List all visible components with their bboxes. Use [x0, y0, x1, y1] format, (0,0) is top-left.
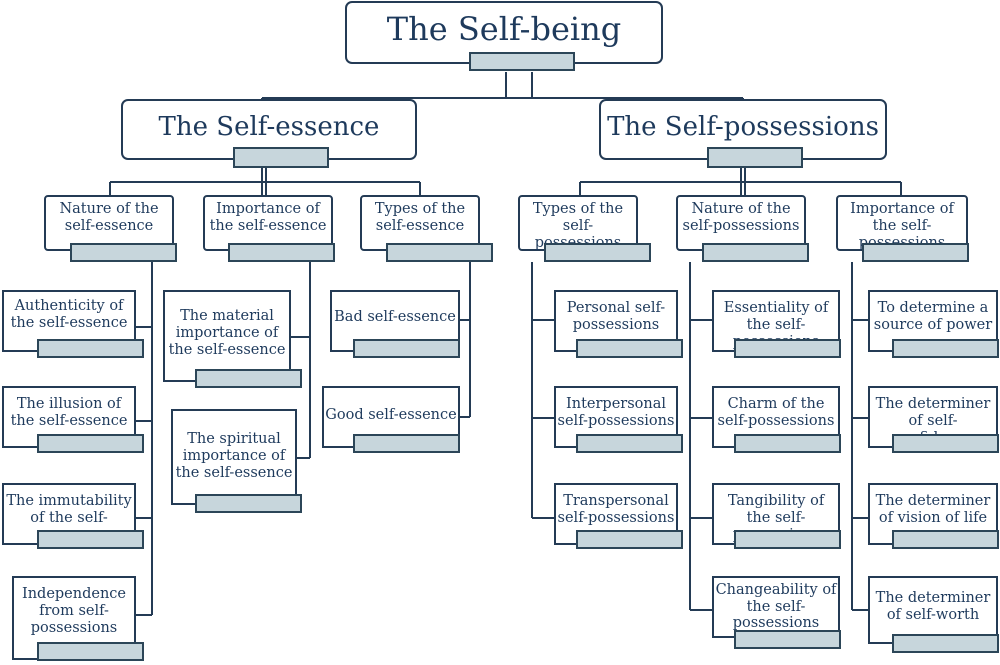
self-possessions-title: The Self-possessions — [607, 112, 879, 142]
leaf-bad-self-essence-tab — [353, 339, 460, 358]
leaf-material-importance-tab — [195, 369, 302, 388]
leaf-material-importance: The material importance of the self-esse… — [163, 290, 291, 382]
leaf-determiner-of-self-confidence-tab — [892, 434, 999, 453]
leaf-immutability-of-self-essence-tab — [37, 530, 144, 549]
leaf-personal-self-possessions-tab — [576, 339, 683, 358]
nature-of-self-essence-node: Nature of the self-essence — [44, 195, 174, 251]
leaf-determiner-of-vision-of-life-tab — [892, 530, 999, 549]
types-of-self-possessions-tab — [544, 243, 651, 262]
leaf-tangibility-of-self-possessions-tab — [734, 530, 841, 549]
types-of-self-essence-node: Types of the self-essence — [360, 195, 480, 251]
leaf-determiner-of-self-worth: The determiner of self-worth — [868, 576, 998, 644]
leaf-good-self-essence-tab — [353, 434, 460, 453]
self-possessions-tab — [707, 147, 803, 168]
leaf-transpersonal-self-possessions-tab — [576, 530, 683, 549]
importance-of-self-possessions-tab — [862, 243, 969, 262]
leaf-interpersonal-self-possessions-tab — [576, 434, 683, 453]
nature-of-self-possessions-node: Nature of the self-possessions — [676, 195, 806, 251]
leaf-spiritual-importance-tab — [195, 494, 302, 513]
leaf-spiritual-importance: The spiritual importance of the self-ess… — [171, 409, 297, 505]
types-of-self-essence-tab — [386, 243, 493, 262]
nature-of-self-possessions-title: Nature of the self-possessions — [682, 201, 800, 234]
leaf-authenticity-of-self-essence-tab — [37, 339, 144, 358]
leaf-changeability-of-self-possessions-tab — [734, 630, 841, 649]
nature-of-self-essence-tab — [70, 243, 177, 262]
nature-of-self-essence-title: Nature of the self-essence — [59, 201, 159, 234]
leaf-determiner-of-self-worth-tab — [892, 634, 999, 653]
self-essence-title: The Self-essence — [158, 112, 380, 142]
leaf-illusion-of-self-essence: The illusion of the self-essence — [2, 386, 136, 448]
leaf-charm-of-self-possessions-tab — [734, 434, 841, 453]
leaf-essentiality-of-self-possessions-tab — [734, 339, 841, 358]
root-tab — [469, 52, 575, 71]
importance-of-self-essence-node: Importance of the self-essence — [203, 195, 333, 251]
leaf-source-of-power-tab — [892, 339, 999, 358]
self-essence-tab — [233, 147, 329, 168]
leaf-changeability-of-self-possessions: Changeability of the self-possessions — [712, 576, 840, 638]
nature-of-self-possessions-tab — [702, 243, 809, 262]
leaf-independence-from-self-possessions-tab — [37, 642, 144, 661]
importance-of-self-essence-title: Importance of the self-essence — [209, 201, 327, 234]
types-of-self-essence-title: Types of the self-essence — [374, 201, 466, 234]
leaf-illusion-of-self-essence-tab — [37, 434, 144, 453]
root-title: The Self-being — [386, 10, 622, 48]
importance-of-self-essence-tab — [228, 243, 335, 262]
